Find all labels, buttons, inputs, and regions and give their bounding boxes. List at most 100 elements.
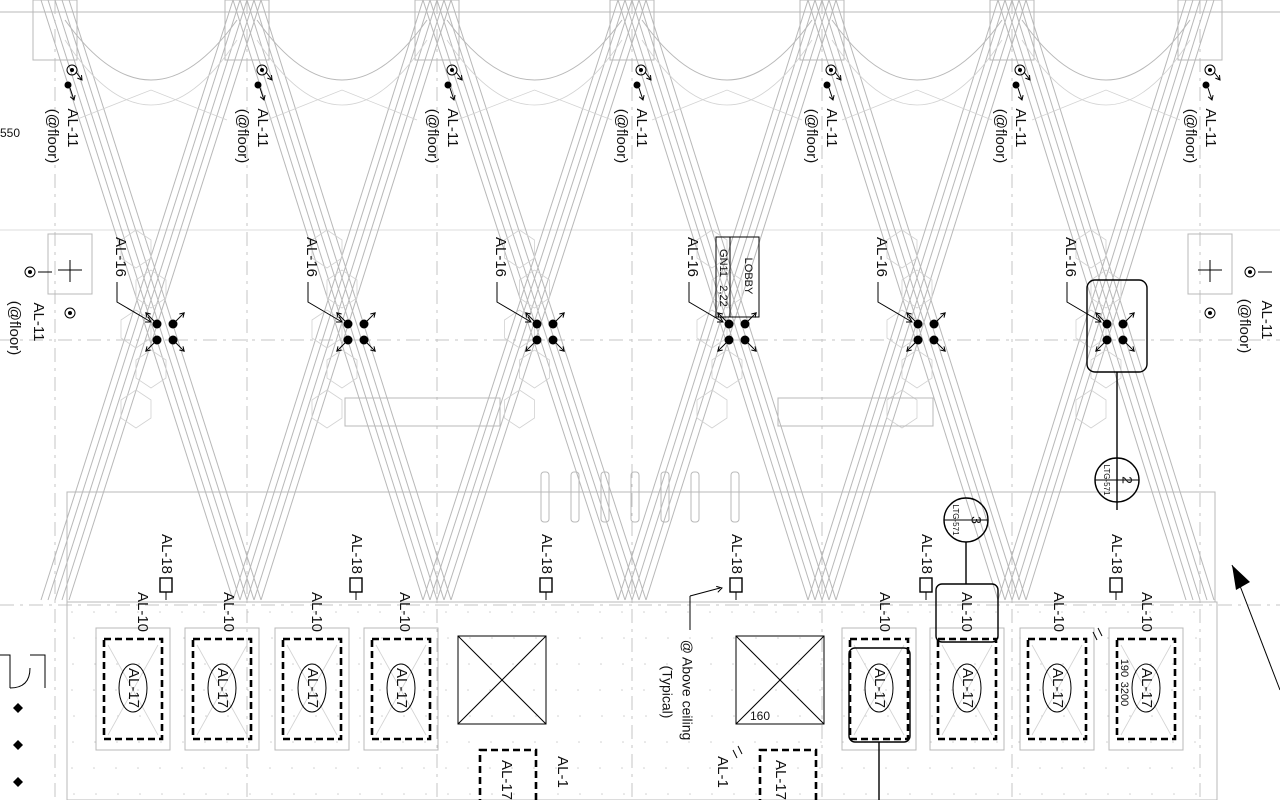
concrete-hatch — [930, 741, 932, 743]
fixture-square — [1109, 577, 1123, 593]
concrete-hatch — [1127, 611, 1129, 613]
concrete-hatch — [1083, 767, 1085, 769]
cluster-head — [724, 335, 734, 345]
cab-diag — [375, 644, 427, 736]
concrete-hatch — [953, 793, 955, 795]
concrete-hatch — [557, 793, 559, 795]
panel-area: LOBBY — [742, 258, 754, 295]
concrete-hatch — [535, 715, 537, 717]
concrete-hatch — [533, 767, 535, 769]
concrete-hatch — [863, 689, 865, 691]
concrete-hatch — [555, 767, 557, 769]
concrete-hatch — [425, 715, 427, 717]
concrete-hatch — [138, 741, 140, 743]
concrete-hatch — [754, 741, 756, 743]
column-base — [799, 0, 845, 61]
lattice-line — [1025, 0, 1215, 601]
door-swing — [0, 654, 31, 689]
concrete-hatch — [73, 637, 75, 639]
arrow-head — [828, 95, 835, 101]
concrete-hatch — [139, 793, 141, 795]
arrow-head — [524, 316, 532, 323]
concrete-hatch — [1129, 793, 1131, 795]
lattice-line — [631, 0, 823, 601]
lattice-line — [645, 0, 837, 601]
cab-diag — [1120, 644, 1172, 736]
fixture-tag-al10: AL-10 — [134, 592, 151, 632]
concrete-hatch — [709, 767, 711, 769]
cluster-head — [168, 335, 178, 345]
arrow-head — [1025, 74, 1031, 81]
concrete-hatch — [1128, 741, 1130, 743]
cab-frame — [95, 627, 171, 751]
cluster-head — [359, 335, 369, 345]
dim-tick — [1097, 627, 1103, 637]
uplight-dot — [1202, 81, 1210, 89]
concrete-hatch — [578, 741, 580, 743]
bollard — [730, 471, 740, 523]
concrete-hatch — [204, 741, 206, 743]
uplight-symbol — [24, 266, 36, 278]
concrete-hatch — [865, 793, 867, 795]
fixture-note-floor: (@floor) — [803, 109, 820, 163]
arrow-head — [1215, 74, 1221, 81]
concrete-hatch — [1173, 793, 1175, 795]
concrete-hatch — [732, 663, 734, 665]
concrete-hatch — [995, 611, 997, 613]
dim-tick — [732, 749, 738, 759]
arrow-head — [259, 95, 266, 101]
concrete-hatch — [247, 767, 249, 769]
concrete-hatch — [315, 793, 317, 795]
concrete-hatch — [908, 741, 910, 743]
concrete-hatch — [731, 611, 733, 613]
arrow-head — [638, 95, 645, 101]
concrete-hatch — [798, 663, 800, 665]
concrete-hatch — [446, 663, 448, 665]
concrete-hatch — [1193, 689, 1195, 691]
cluster-head — [548, 335, 558, 345]
concrete-hatch — [997, 793, 999, 795]
concrete-hatch — [1107, 715, 1109, 717]
concrete-hatch — [380, 663, 382, 665]
arrow-head — [1207, 95, 1214, 101]
concrete-hatch — [203, 611, 205, 613]
concrete-hatch — [116, 663, 118, 665]
aim-arrow — [1017, 87, 1023, 101]
concrete-hatch — [577, 689, 579, 691]
arrow-head — [267, 74, 273, 81]
arrow-head — [906, 346, 912, 352]
hex-pattern — [519, 269, 550, 309]
concrete-hatch — [183, 715, 185, 717]
dim-tick — [1092, 631, 1098, 641]
concrete-hatch — [381, 793, 383, 795]
concrete-hatch — [775, 611, 777, 613]
column-base — [989, 0, 1035, 61]
concrete-hatch — [71, 611, 73, 613]
canopy-arc — [256, 39, 428, 106]
concrete-hatch — [1018, 741, 1020, 743]
concrete-hatch — [887, 793, 889, 795]
cluster-head — [548, 319, 558, 329]
lattice-line — [436, 0, 633, 601]
aim-arrow — [555, 312, 565, 322]
concrete-hatch — [1018, 663, 1020, 665]
concrete-hatch — [711, 793, 713, 795]
lattice-line — [47, 0, 241, 601]
fixture-tag-al17: AL-17 — [393, 668, 410, 708]
uplight-dot — [1012, 81, 1020, 89]
canopy-arc — [256, 19, 428, 81]
fixture-square — [919, 577, 933, 593]
concrete-hatch — [907, 767, 909, 769]
concrete-hatch — [557, 637, 559, 639]
concrete-hatch — [94, 663, 96, 665]
concrete-hatch — [600, 663, 602, 665]
lattice-line — [617, 0, 809, 601]
hex-pattern — [135, 349, 167, 389]
concrete-hatch — [137, 689, 139, 691]
cab-diag — [853, 644, 905, 736]
fixture-al17 — [102, 637, 164, 741]
fixture-tag-al10: AL-10 — [220, 592, 237, 632]
concrete-hatch — [423, 611, 425, 613]
canopy-arc — [1021, 39, 1191, 106]
